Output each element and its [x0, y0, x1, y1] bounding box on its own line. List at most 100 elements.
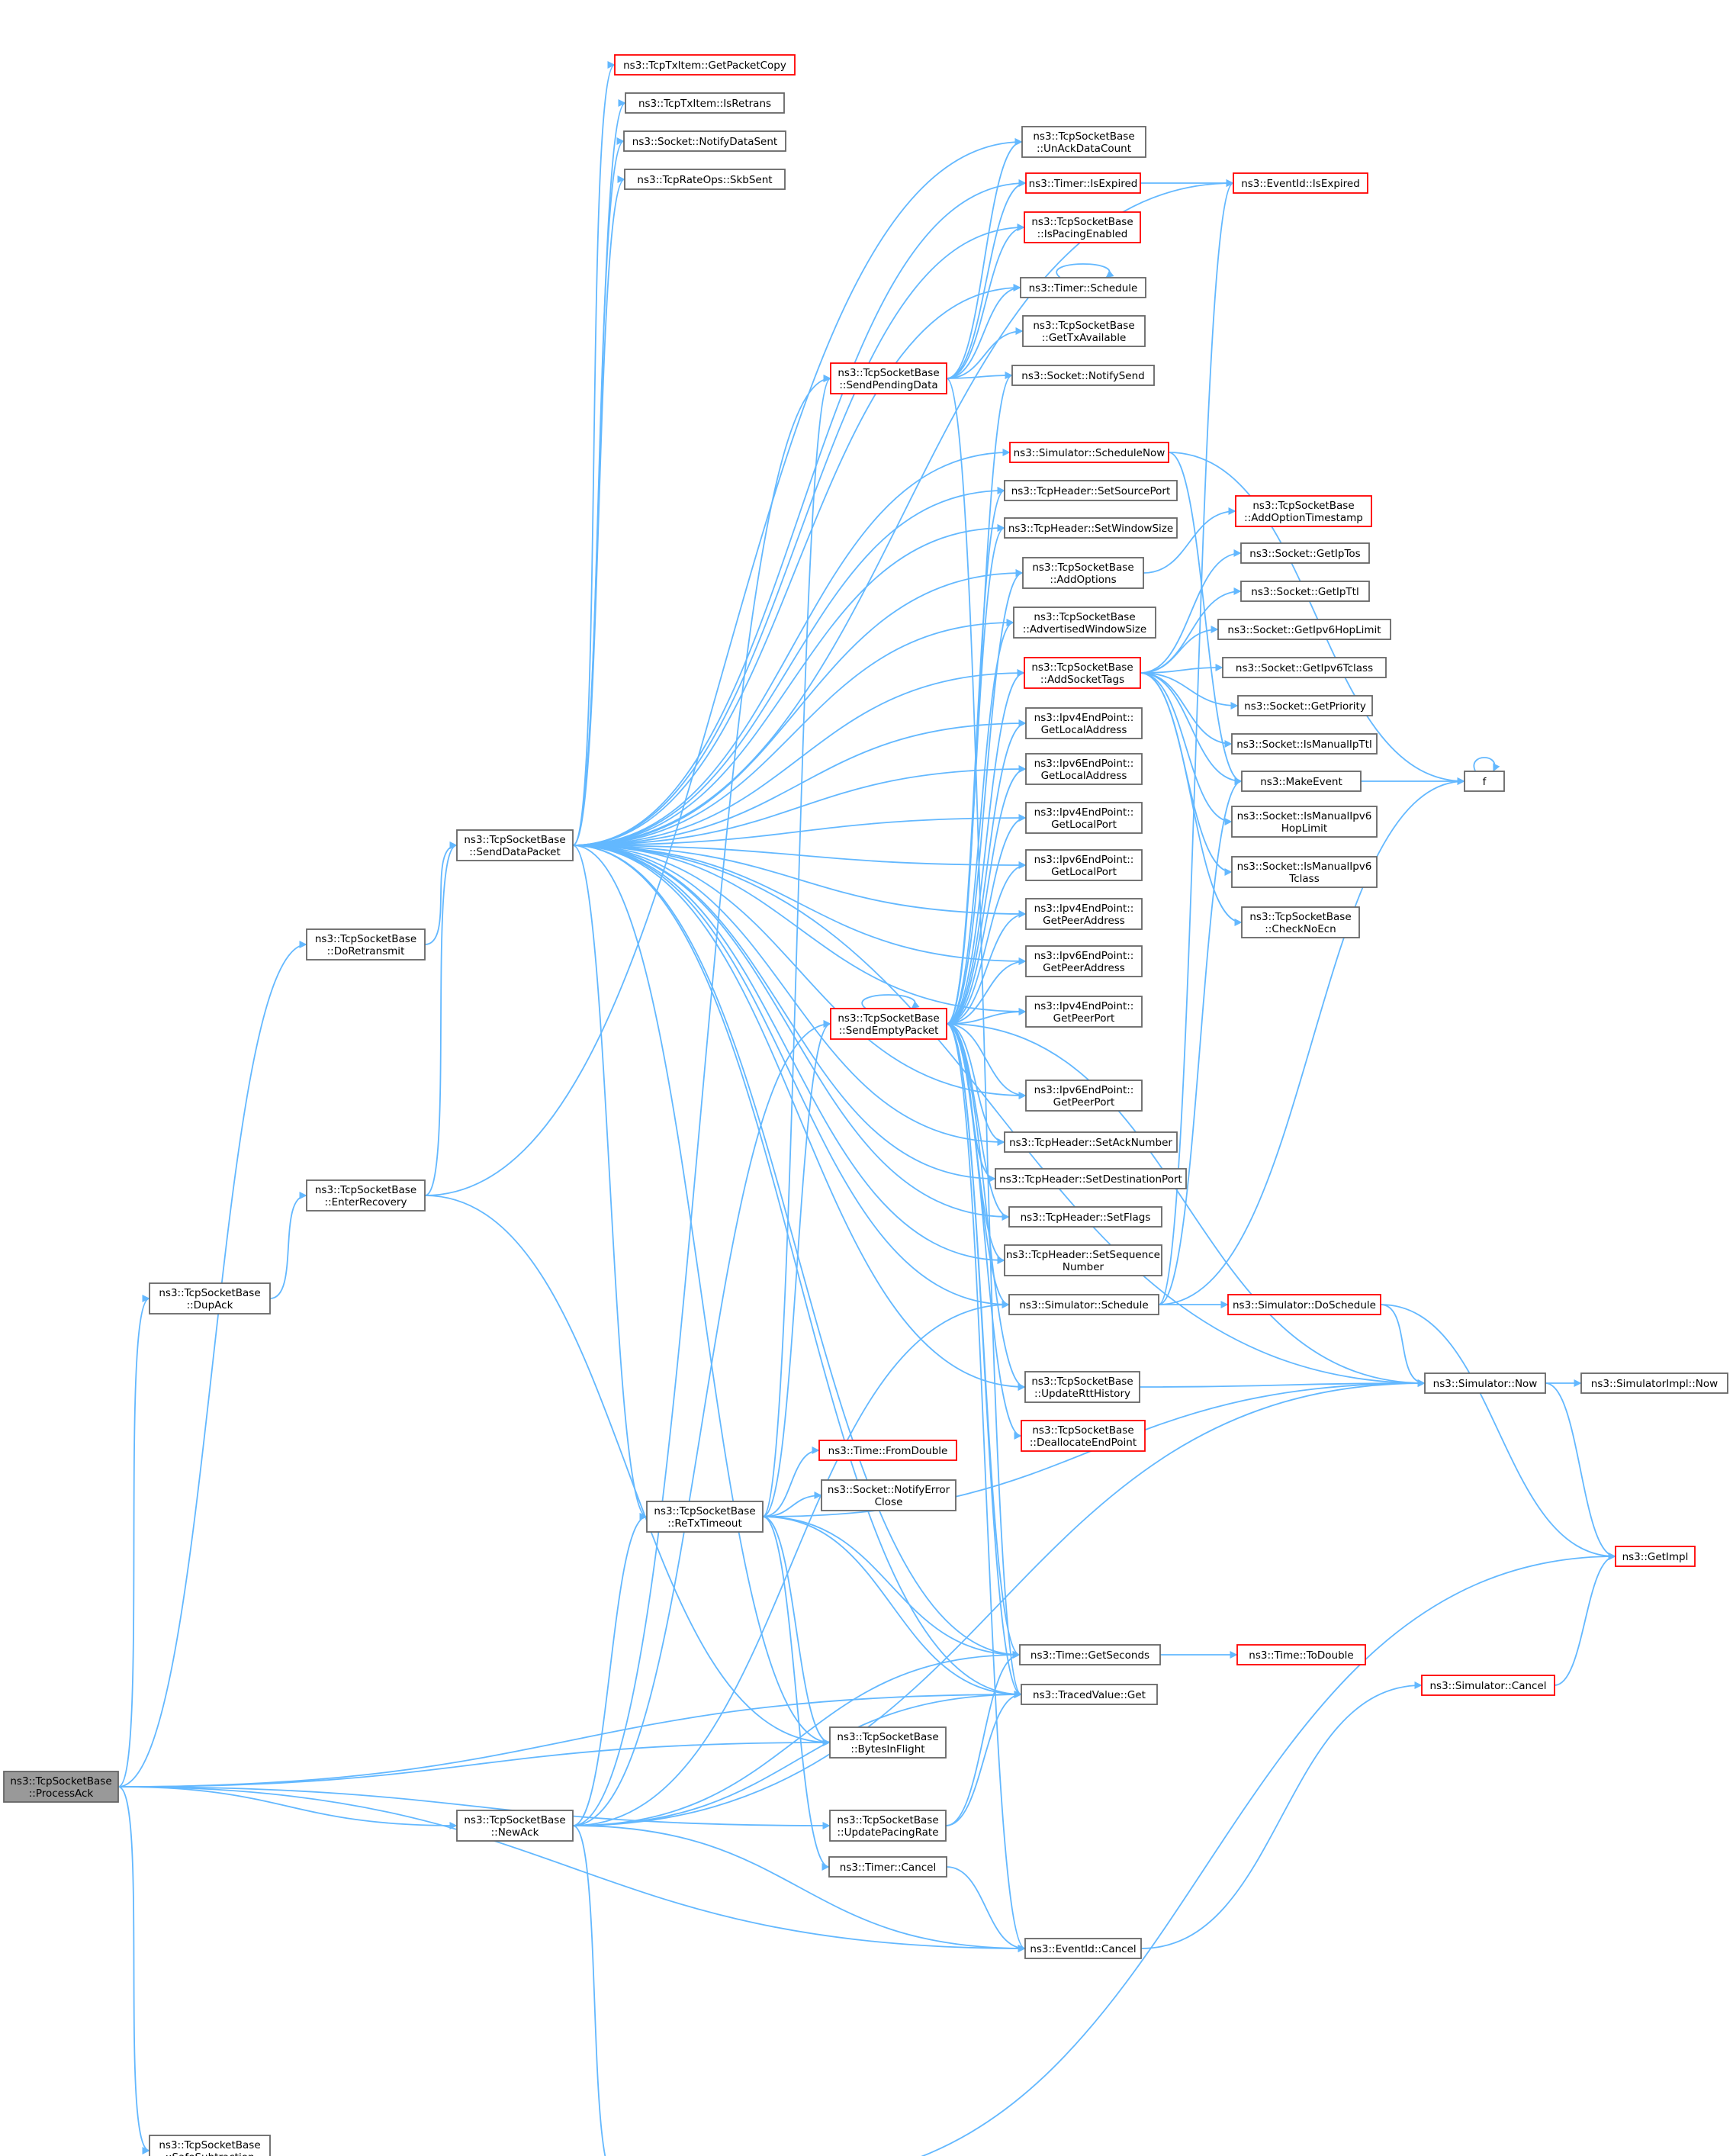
node-setsourceport[interactable]: ns3::TcpHeader::SetSourcePort — [1004, 480, 1178, 501]
node-box — [1025, 1080, 1143, 1112]
node-processack[interactable]: ns3::TcpSocketBase::ProcessAck — [3, 1771, 119, 1803]
edge-senddatapacket-to-simnow — [572, 845, 1426, 1387]
node-updatepacingrate[interactable]: ns3::TcpSocketBase::UpdatePacingRate — [829, 1810, 947, 1842]
node-ipv4getlocaladdr[interactable]: ns3::Ipv4EndPoint::GetLocalAddress — [1025, 707, 1143, 739]
node-makeevent[interactable]: ns3::MakeEvent — [1241, 771, 1362, 792]
node-label-line: ::UpdatePacingRate — [837, 1826, 938, 1839]
node-ipv4getpeerport[interactable]: ns3::Ipv4EndPoint::GetPeerPort — [1025, 996, 1143, 1028]
node-updaterttHistory[interactable]: ns3::TcpSocketBase::UpdateRttHistory — [1024, 1371, 1140, 1403]
node-addoptions[interactable]: ns3::TcpSocketBase::AddOptions — [1022, 557, 1144, 589]
node-gettxavailable[interactable]: ns3::TcpSocketBase::GetTxAvailable — [1022, 315, 1146, 347]
node-doretransmit[interactable]: ns3::TcpSocketBase::DoRetransmit — [306, 928, 426, 961]
node-schedulenow[interactable]: ns3::Simulator::ScheduleNow — [1009, 442, 1169, 463]
edge-newack-to-timegetseconds — [572, 1651, 1021, 1826]
edge-eventidcancel-to-simcancel — [1140, 1681, 1423, 1949]
node-senddatapacket[interactable]: ns3::TcpSocketBase::SendDataPacket — [456, 829, 574, 861]
node-getipv6hoplimit[interactable]: ns3::Socket::GetIpv6HopLimit — [1217, 619, 1391, 640]
node-setwindowsize[interactable]: ns3::TcpHeader::SetWindowSize — [1004, 517, 1178, 539]
edge-getdelayleft-to-getimpl — [921, 1553, 1616, 2156]
node-simnow[interactable]: ns3::Simulator::Now — [1424, 1372, 1546, 1394]
node-deallocendpoint[interactable]: ns3::TcpSocketBase::DeallocateEndPoint — [1021, 1420, 1146, 1452]
node-box — [1024, 211, 1141, 243]
node-timetodouble[interactable]: ns3::Time::ToDouble — [1236, 1644, 1366, 1665]
node-dupack[interactable]: ns3::TcpSocketBase::DupAck — [149, 1282, 271, 1315]
node-ipv6getpeerport[interactable]: ns3::Ipv6EndPoint::GetPeerPort — [1025, 1080, 1143, 1112]
node-label-line: ::AdvertisedWindowSize — [1023, 623, 1146, 636]
edge-retxtimeout-to-sendemptypacket — [762, 1020, 831, 1517]
edge-addsockettags-to-checknoecn — [1140, 672, 1243, 926]
edge-sendpendingdata-to-notifysend — [946, 372, 1013, 380]
node-label-line: ns3::Ipv4EndPoint:: — [1034, 1000, 1134, 1012]
node-ipv6getpeeraddr[interactable]: ns3::Ipv6EndPoint::GetPeerAddress — [1025, 945, 1143, 977]
node-simschedule[interactable]: ns3::Simulator::Schedule — [1008, 1294, 1159, 1315]
node-label-line: ns3::TcpSocketBase — [1033, 320, 1134, 332]
node-retxtimeout[interactable]: ns3::TcpSocketBase::ReTxTimeout — [646, 1501, 764, 1533]
node-timercancel[interactable]: ns3::Timer::Cancel — [828, 1856, 947, 1878]
node-getiptos[interactable]: ns3::Socket::GetIpTos — [1240, 542, 1370, 564]
node-ismanualipttl[interactable]: ns3::Socket::IsManualIpTtl — [1231, 733, 1378, 755]
node-label-line: ::SendDataPacket — [469, 846, 561, 858]
node-txgetpacketcopy[interactable]: ns3::TcpTxItem::GetPacketCopy — [614, 54, 796, 76]
node-skbsent[interactable]: ns3::TcpRateOps::SkbSent — [624, 169, 786, 190]
edge-senddatapacket-to-setwindowsize — [572, 524, 1005, 846]
node-addoptiontimestamp[interactable]: ns3::TcpSocketBase::AddOptionTimestamp — [1235, 495, 1372, 527]
node-f[interactable]: f — [1464, 771, 1505, 792]
node-ipv4getpeeraddr[interactable]: ns3::Ipv4EndPoint::GetPeerAddress — [1025, 898, 1143, 930]
node-label-line: GetPeerPort — [1053, 1012, 1115, 1025]
edge-newack-to-eventidcancel — [572, 1825, 1026, 1952]
node-tracedvalueget[interactable]: ns3::TracedValue::Get — [1021, 1684, 1158, 1705]
node-box — [1025, 945, 1143, 977]
node-unackdatacount[interactable]: ns3::TcpSocketBase::UnAckDataCount — [1021, 126, 1146, 158]
node-safesub[interactable]: ns3::TcpSocketBase::SafeSubtraction — [149, 2135, 271, 2156]
node-newack[interactable]: ns3::TcpSocketBase::NewAck — [456, 1810, 574, 1842]
node-notifydatasent[interactable]: ns3::Socket::NotifyDataSent — [623, 130, 786, 152]
node-timerschedule[interactable]: ns3::Timer::Schedule — [1020, 277, 1146, 298]
node-timerisexpired[interactable]: ns3::Timer::IsExpired — [1025, 172, 1141, 194]
node-bytesinflight[interactable]: ns3::TcpSocketBase::BytesInFlight — [829, 1726, 947, 1759]
node-checknoecn[interactable]: ns3::TcpSocketBase::CheckNoEcn — [1241, 906, 1360, 938]
edge-sendpendingdata-to-gettxavailable — [946, 327, 1024, 379]
node-label-line: ::AddOptionTimestamp — [1244, 512, 1363, 524]
node-ispacingenabled[interactable]: ns3::TcpSocketBase::IsPacingEnabled — [1024, 211, 1141, 243]
node-label-line: ns3::TcpSocketBase — [837, 1814, 938, 1826]
node-advwindowsize[interactable]: ns3::TcpSocketBase::AdvertisedWindowSize — [1013, 607, 1156, 639]
node-getipttl[interactable]: ns3::Socket::GetIpTtl — [1240, 581, 1370, 602]
node-label-line: ns3::TcpSocketBase — [464, 1814, 565, 1826]
node-sendpendingdata[interactable]: ns3::TcpSocketBase::SendPendingData — [830, 362, 947, 394]
node-enterrecovery[interactable]: ns3::TcpSocketBase::EnterRecovery — [306, 1179, 426, 1212]
node-eventidisexpired[interactable]: ns3::EventId::IsExpired — [1233, 172, 1368, 194]
node-simimplnow[interactable]: ns3::SimulatorImpl::Now — [1580, 1372, 1728, 1394]
edge-senddatapacket-to-advwindowsize — [572, 619, 1014, 846]
node-txisretrans[interactable]: ns3::TcpTxItem::IsRetrans — [625, 92, 785, 114]
node-ipv6getlocalport[interactable]: ns3::Ipv6EndPoint::GetLocalPort — [1025, 849, 1143, 881]
node-ipv4getlocalport[interactable]: ns3::Ipv4EndPoint::GetLocalPort — [1025, 802, 1143, 834]
node-ipv6getlocaladdr[interactable]: ns3::Ipv6EndPoint::GetLocalAddress — [1025, 753, 1143, 785]
node-simcancel[interactable]: ns3::Simulator::Cancel — [1421, 1675, 1555, 1696]
node-timefromdouble[interactable]: ns3::Time::FromDouble — [818, 1440, 957, 1461]
node-setflags[interactable]: ns3::TcpHeader::SetFlags — [1008, 1206, 1162, 1228]
node-getimpl[interactable]: ns3::GetImpl — [1615, 1546, 1696, 1567]
node-setdestport[interactable]: ns3::TcpHeader::SetDestinationPort — [995, 1168, 1187, 1189]
node-setacknumber[interactable]: ns3::TcpHeader::SetAckNumber — [1004, 1131, 1178, 1153]
node-doschedule[interactable]: ns3::Simulator::DoSchedule — [1227, 1294, 1381, 1315]
edge-retxtimeout-to-bytesinflight — [762, 1516, 831, 1746]
node-sendemptypacket[interactable]: ns3::TcpSocketBase::SendEmptyPacket — [830, 1008, 947, 1040]
node-box — [1424, 1372, 1546, 1394]
edge-senddatapacket-to-ipv6getpeerport — [572, 845, 1027, 1099]
node-label-line: ns3::MakeEvent — [1260, 776, 1342, 788]
node-label-line: ns3::TcpTxItem::GetPacketCopy — [623, 60, 786, 72]
node-getipv6tclass[interactable]: ns3::Socket::GetIpv6Tclass — [1222, 657, 1387, 678]
edge-newack-to-tracedvalueget — [572, 1691, 1022, 1826]
node-eventidcancel[interactable]: ns3::EventId::Cancel — [1024, 1938, 1142, 1959]
node-addsockettags[interactable]: ns3::TcpSocketBase::AddSocketTags — [1024, 657, 1141, 689]
node-notifysend[interactable]: ns3::Socket::NotifySend — [1011, 365, 1155, 386]
edge-senddatapacket-to-simschedule — [572, 845, 1010, 1308]
edge-newack-to-simschedule — [572, 1301, 1010, 1826]
node-timegetseconds[interactable]: ns3::Time::GetSeconds — [1019, 1644, 1161, 1665]
node-getpriority[interactable]: ns3::Socket::GetPriority — [1237, 695, 1373, 716]
